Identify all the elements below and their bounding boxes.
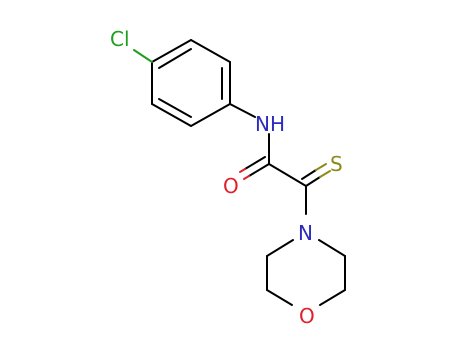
bond [151,103,192,127]
morpholine-oxygen-label: O [299,304,315,328]
bond [319,289,346,306]
bond [151,39,192,63]
thione-sulfur-label: S [330,152,343,176]
bond [239,168,246,173]
bond [266,239,294,257]
chlorophenyl-ring [151,39,231,127]
bond [305,176,321,187]
aromatic-inner-bond [158,48,192,69]
bond [318,239,346,257]
carbonyl-oxygen-label: O [223,174,239,198]
bond [243,175,250,180]
bond [248,163,270,177]
bond [190,39,231,63]
morpholine-nitrogen-label: N [298,221,313,245]
morpholine-ring [266,239,346,306]
c-c-bond [268,163,307,187]
chlorine-label: Cl [110,27,130,51]
aromatic-inner-bond [158,98,192,118]
bond [315,163,327,171]
bond [266,289,293,306]
carbonyl-double-bond [239,156,270,180]
thione-double-bond [301,163,331,187]
bond [190,103,231,127]
bond [319,170,331,178]
c-cl-bond [133,49,153,63]
bond [244,156,266,170]
amide-nitrogen-label: NH [255,112,285,136]
c-n-bond [229,103,256,118]
bond [301,169,317,180]
